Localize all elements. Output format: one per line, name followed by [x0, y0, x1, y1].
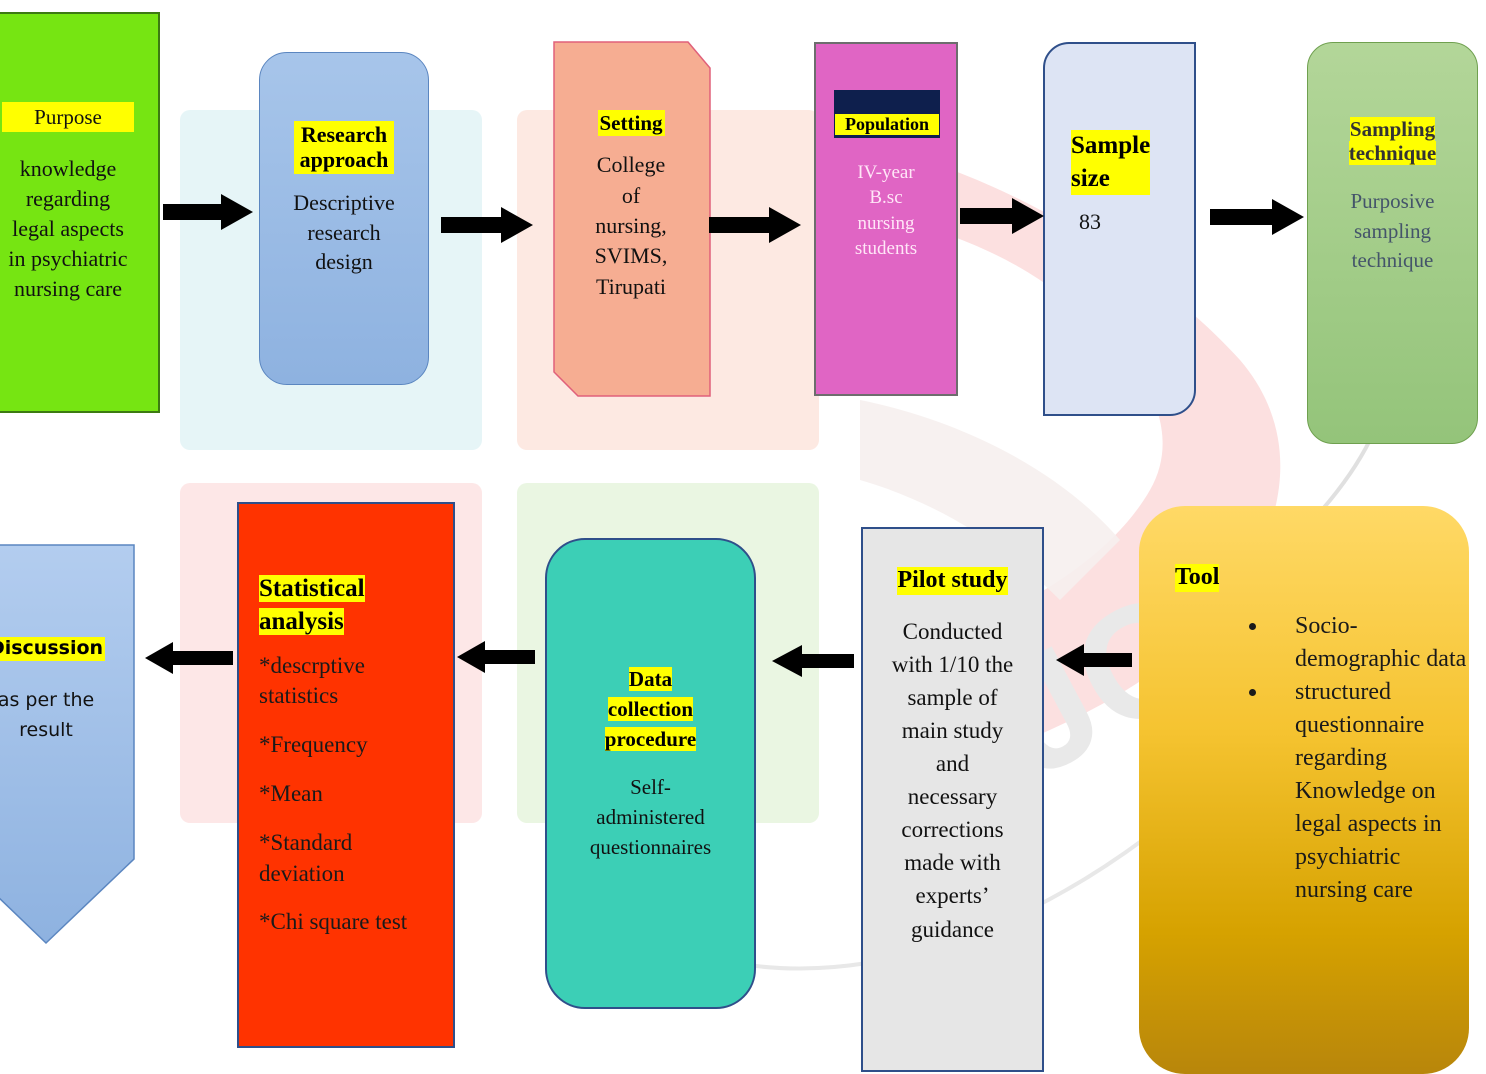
- data-collection-box: Data collection procedure Self- administ…: [545, 538, 756, 1009]
- arrow-sample-to-sampling: [1210, 199, 1304, 235]
- stat-item: *Chi square test: [259, 909, 408, 935]
- discussion-box: Discussion as per the result: [0, 543, 138, 943]
- purpose-body: knowledge regarding legal aspects in psy…: [8, 156, 128, 301]
- arrow-tool-to-pilot: [1056, 644, 1132, 676]
- setting-title: Setting: [597, 110, 665, 137]
- data-collection-title: Data collection procedure: [604, 667, 697, 752]
- sample-size-value: 83: [1079, 209, 1101, 234]
- data-collection-body: Self- administered questionnaires: [589, 775, 712, 860]
- statistical-analysis-list: *descrptive statistics *Frequency *Mean …: [259, 651, 439, 939]
- pilot-study-box: Pilot study Conducted with 1/10 the samp…: [861, 527, 1044, 1072]
- population-title: Population: [835, 114, 939, 135]
- tool-list: Socio-demographic data structured questi…: [1139, 610, 1469, 908]
- arrow-stat-to-discussion: [145, 642, 233, 674]
- purpose-title: Purpose: [2, 102, 134, 132]
- stat-item: *Mean: [259, 780, 323, 806]
- pilot-study-title: Pilot study: [897, 567, 1008, 595]
- pilot-study-body: Conducted with 1/10 the sample of main s…: [891, 618, 1014, 942]
- stat-item: *descrptive statistics: [259, 652, 366, 709]
- tool-item: Socio-demographic data: [1269, 610, 1469, 676]
- arrow-data-to-stat: [457, 641, 535, 673]
- statistical-analysis-title: Statistical analysis: [259, 575, 365, 636]
- discussion-title: Discussion: [0, 637, 106, 661]
- arrow-purpose-to-research: [163, 194, 253, 230]
- tool-title: Tool: [1175, 564, 1220, 592]
- setting-body: College of nursing, SVIMS, Tirupati: [594, 152, 668, 299]
- population-body: IV-year B.sc nursing students: [854, 162, 918, 259]
- purpose-box: Purpose knowledge regarding legal aspect…: [0, 12, 160, 413]
- statistical-analysis-box: Statistical analysis *descrptive statist…: [237, 502, 455, 1048]
- arrow-research-to-setting: [441, 207, 533, 243]
- research-approach-body: Descriptive research design: [293, 189, 395, 275]
- stat-item: *Standard deviation: [259, 829, 353, 886]
- sampling-technique-body: Purposive sampling technique: [1350, 189, 1435, 273]
- stat-item: *Frequency: [259, 732, 368, 758]
- arrow-pilot-to-data: [772, 645, 854, 677]
- setting-shape: [553, 41, 711, 397]
- tool-item: structured questionnaire regarding Knowl…: [1269, 676, 1469, 908]
- population-box: Population IV-year B.sc nursing students: [814, 42, 958, 396]
- discussion-body: as per the result: [0, 688, 95, 742]
- tool-box: Tool Socio-demographic data structured q…: [1139, 506, 1469, 1074]
- setting-box: Setting College of nursing, SVIMS, Tirup…: [552, 40, 710, 398]
- arrow-population-to-sample: [960, 198, 1044, 234]
- arrow-setting-to-population: [709, 207, 801, 243]
